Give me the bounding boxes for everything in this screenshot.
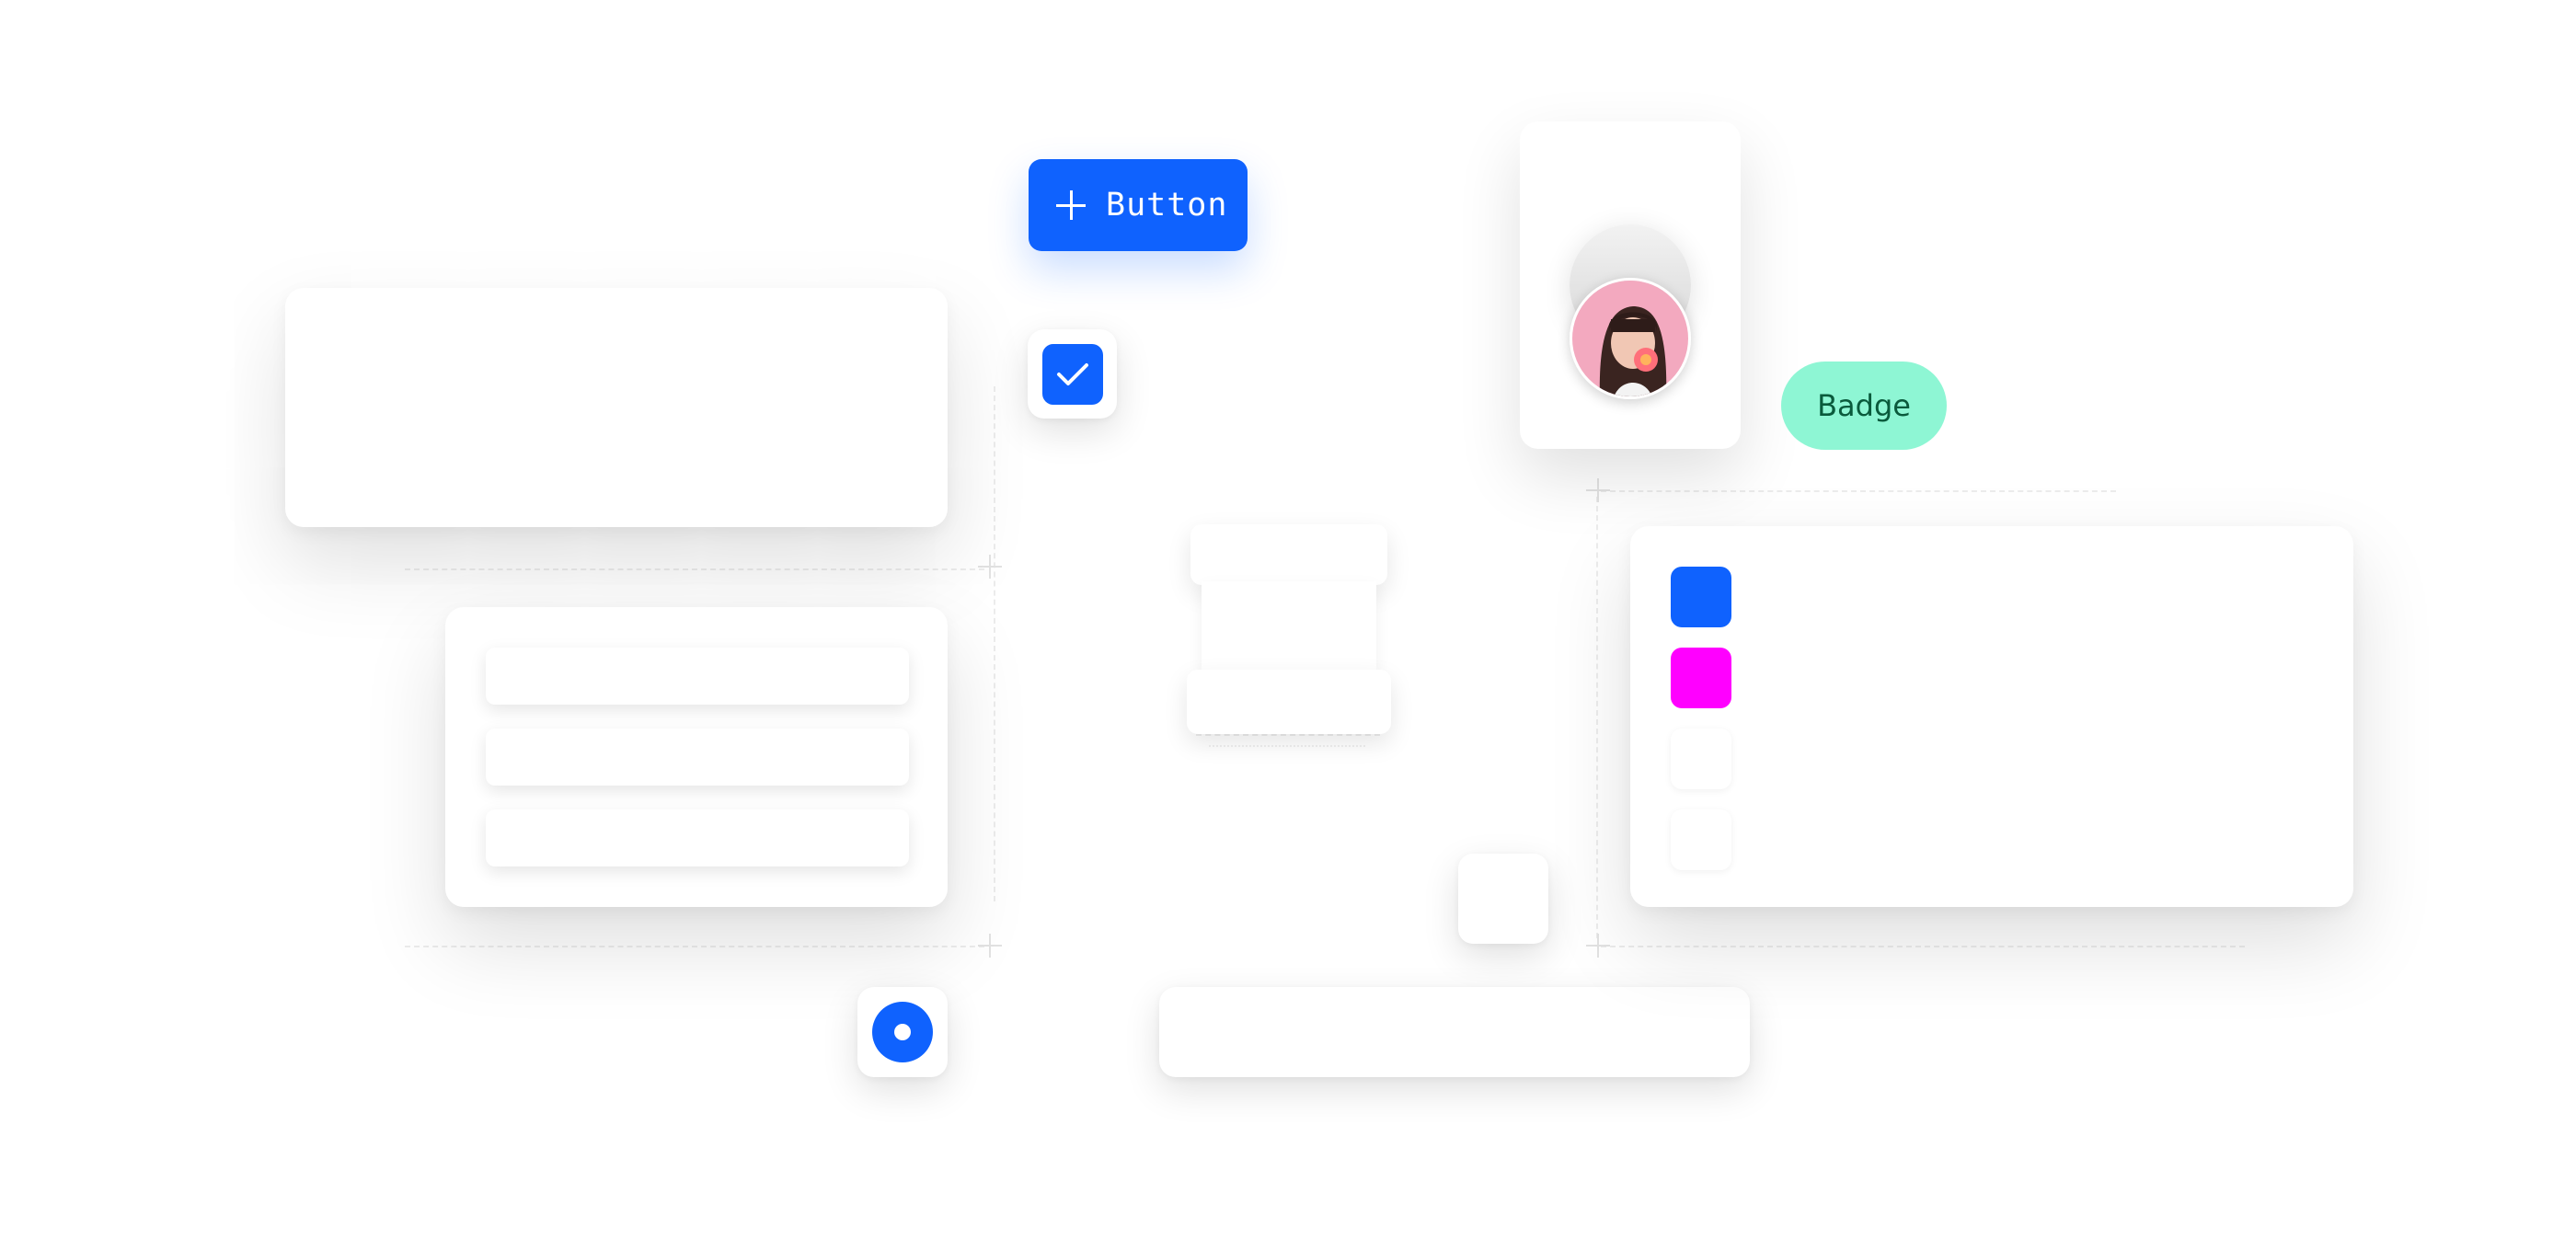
guide-line-vertical-left [994,386,995,901]
guide-line-top-right [1601,490,2116,492]
crosshair-mark [978,934,1002,958]
status-badge: Badge [1781,362,1947,450]
swatch-card [1630,526,2353,907]
checkbox-container [1028,329,1117,419]
radio-button[interactable] [872,1002,933,1062]
list-item[interactable] [486,809,909,867]
stacked-tab-top[interactable] [1190,524,1387,585]
crosshair-mark [978,555,1002,579]
color-swatch-blue[interactable] [1671,567,1731,627]
crosshair-mark [1586,934,1610,958]
color-swatch-empty[interactable] [1671,729,1731,789]
guide-line-center [1196,734,1380,736]
crosshair-mark [1586,478,1610,502]
avatar-card [1520,121,1741,449]
tile[interactable] [1458,854,1548,944]
input-bar[interactable] [1159,987,1750,1077]
stacked-tab-bottom[interactable] [1187,670,1391,734]
guide-line-bottom-left [405,946,984,947]
content-card-large [285,288,948,527]
checkbox[interactable] [1041,343,1103,405]
plus-icon [1056,190,1086,220]
button-label: Button [1106,187,1228,224]
list-item[interactable] [486,729,909,786]
guide-line-vertical-right [1596,497,1598,938]
list-card [445,607,948,907]
guide-line-under-stack [1209,745,1365,747]
stacked-connector [1202,581,1376,673]
checkmark-icon [1056,362,1088,385]
primary-button[interactable]: Button [1029,159,1248,251]
radio-container [857,987,948,1077]
guide-line-top-left [405,568,984,570]
color-swatch-empty[interactable] [1671,809,1731,870]
avatar[interactable] [1570,278,1691,399]
avatar-portrait [1572,281,1688,396]
color-swatch-magenta[interactable] [1671,648,1731,708]
list-item[interactable] [486,648,909,705]
guide-line-bottom-right [1601,946,2245,947]
radio-dot [894,1024,911,1040]
stacked-element [1187,524,1391,747]
